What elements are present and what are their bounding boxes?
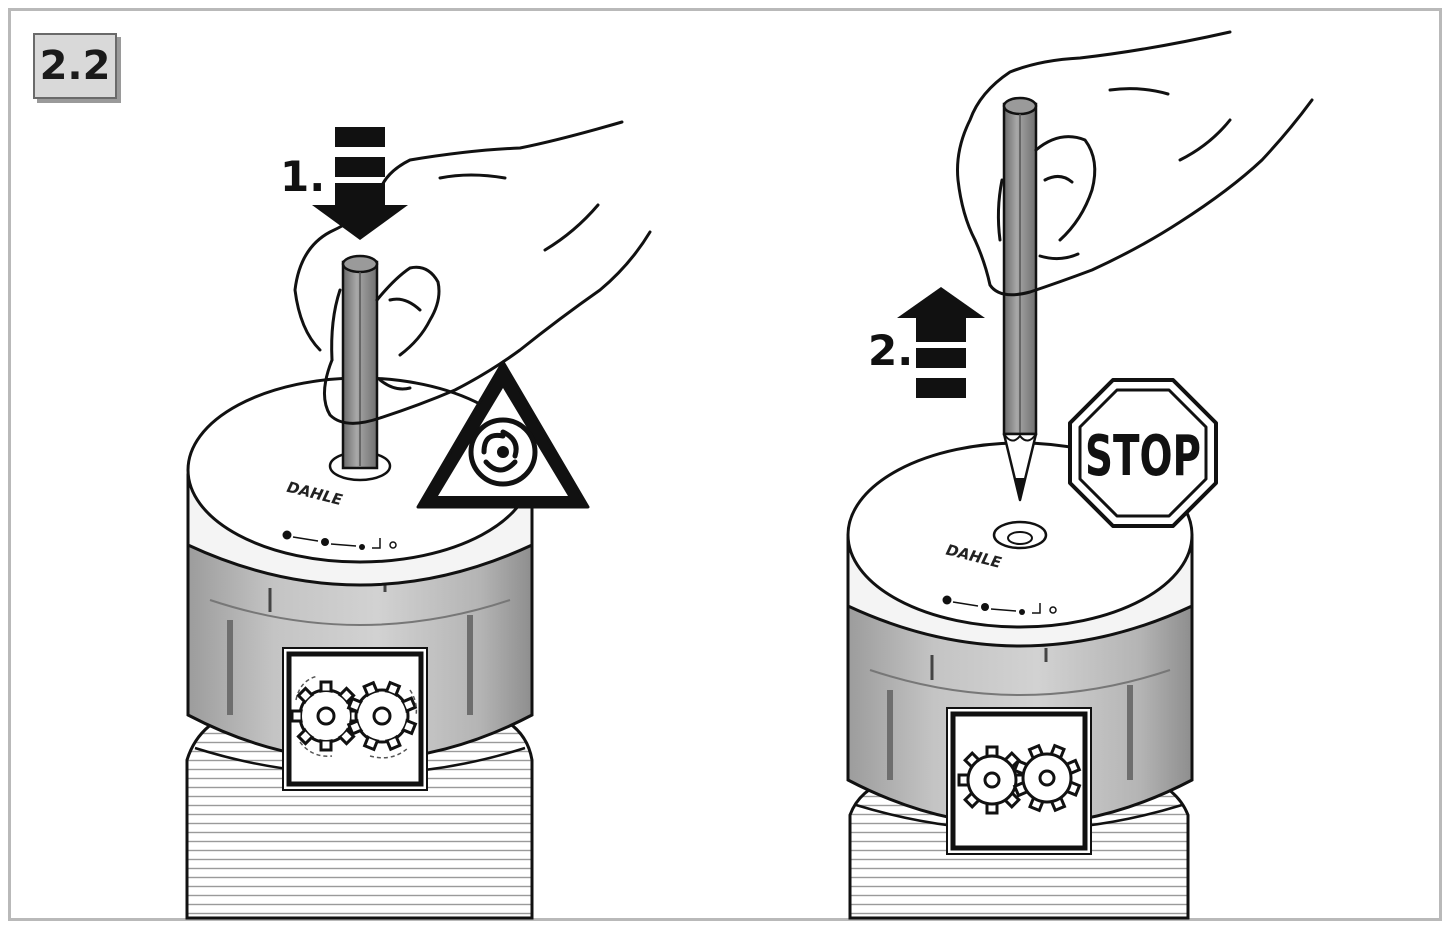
stop-sign-text: STOP [1085,424,1201,489]
left-sharpener: DAHLE [185,376,534,920]
left-pencil [341,254,379,470]
left-point-setting-dots [282,530,397,550]
step-number-badge: 2.2 [33,33,117,99]
right-pencil [1002,96,1038,502]
rotating-blades-warning-icon [416,360,590,509]
stop-sign-icon: STOP [1068,378,1218,528]
step-2-label-text: 2. [868,326,914,375]
step-1-label-text: 1. [280,152,326,201]
step-1-label: 1. [280,152,325,201]
push-down-arrow-icon [312,127,408,240]
gears-turning-icon [282,647,428,791]
right-point-setting-dots [942,595,1057,615]
step-2-label: 2. [868,326,913,375]
pull-up-arrow-icon [897,287,985,398]
step-number: 2.2 [39,43,111,89]
gears-stopped-icon [946,707,1092,855]
right-hand [956,30,1314,297]
